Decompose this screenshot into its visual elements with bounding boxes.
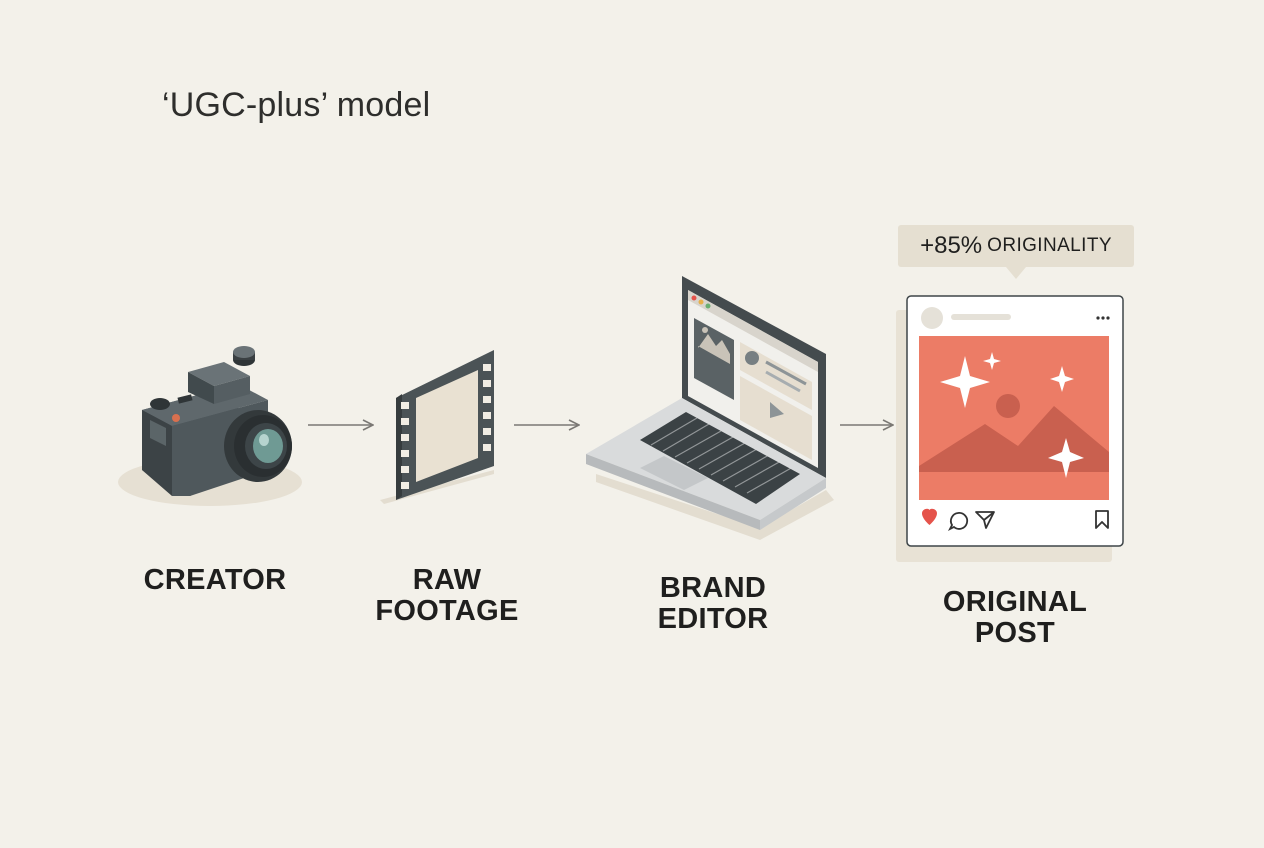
step-label-line: ORIGINAL bbox=[942, 586, 1088, 618]
diagram-title: ‘UGC-plus’ model bbox=[162, 86, 431, 124]
step-label-line: EDITOR bbox=[657, 603, 769, 635]
step-label-original-post: ORIGINAL POST bbox=[930, 587, 1100, 649]
step-label-line: POST bbox=[974, 617, 1056, 649]
step-label-line: CREATOR bbox=[143, 564, 287, 596]
originality-value: +85% bbox=[920, 232, 983, 259]
social-post-icon bbox=[896, 295, 1124, 562]
originality-badge: +85% ORIGINALITY bbox=[898, 225, 1134, 267]
step-label-line: BRAND bbox=[659, 572, 767, 604]
originality-word: ORIGINALITY bbox=[987, 235, 1112, 256]
laptop-icon bbox=[586, 276, 834, 540]
step-label-raw-footage: RAW FOOTAGE bbox=[372, 565, 522, 627]
step-label-creator: CREATOR bbox=[140, 565, 290, 596]
camera-icon bbox=[118, 346, 302, 506]
badge-pointer bbox=[1006, 267, 1026, 279]
step-label-line: FOOTAGE bbox=[375, 595, 519, 627]
step-label-brand-editor: BRAND EDITOR bbox=[638, 573, 788, 635]
step-label-line: RAW bbox=[412, 564, 482, 596]
film-frame-icon bbox=[380, 350, 494, 504]
